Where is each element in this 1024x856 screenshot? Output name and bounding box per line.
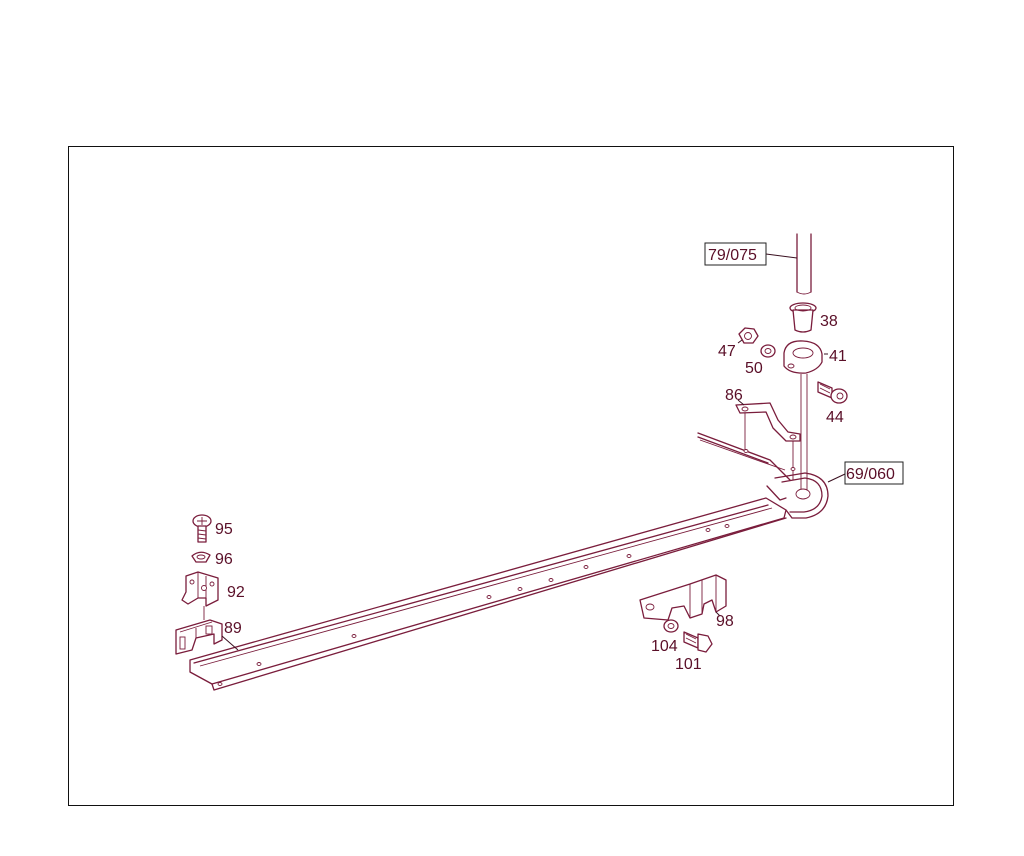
callout-79-075: 79/075: [704, 242, 767, 266]
washer-104: [663, 619, 679, 633]
nut-47: [737, 327, 759, 344]
assembly-lines: [800, 374, 808, 494]
label-89: 89: [224, 620, 242, 637]
bolt-101: [683, 631, 713, 653]
diagram-frame: [68, 146, 954, 806]
label-86: 86: [725, 387, 743, 404]
callout-69-060: 69/060: [844, 461, 904, 485]
clamp-41: [783, 340, 828, 374]
label-95: 95: [215, 521, 233, 538]
label-96: 96: [215, 551, 233, 568]
label-69-060: 69/060: [846, 466, 895, 483]
bracket-98: [639, 574, 727, 621]
rod-79-075: [765, 233, 812, 295]
label-101: 101: [675, 656, 702, 673]
washer-50: [760, 344, 776, 358]
bracket-92: [181, 571, 219, 620]
bracket-86: [735, 399, 801, 480]
label-47: 47: [718, 343, 736, 360]
label-41: 41: [829, 348, 847, 365]
label-98: 98: [716, 613, 734, 630]
label-79-075: 79/075: [708, 247, 757, 264]
washer-96: [191, 551, 211, 563]
bushing-38: [789, 302, 817, 333]
label-44: 44: [826, 409, 844, 426]
screw-95: [192, 514, 212, 543]
label-50: 50: [745, 360, 763, 377]
label-104: 104: [651, 638, 678, 655]
rail-69-060: [189, 432, 846, 691]
label-38: 38: [820, 313, 838, 330]
bolt-44: [817, 381, 848, 404]
clip-89: [175, 619, 239, 655]
rail-holes: [217, 449, 796, 686]
label-92: 92: [227, 584, 245, 601]
